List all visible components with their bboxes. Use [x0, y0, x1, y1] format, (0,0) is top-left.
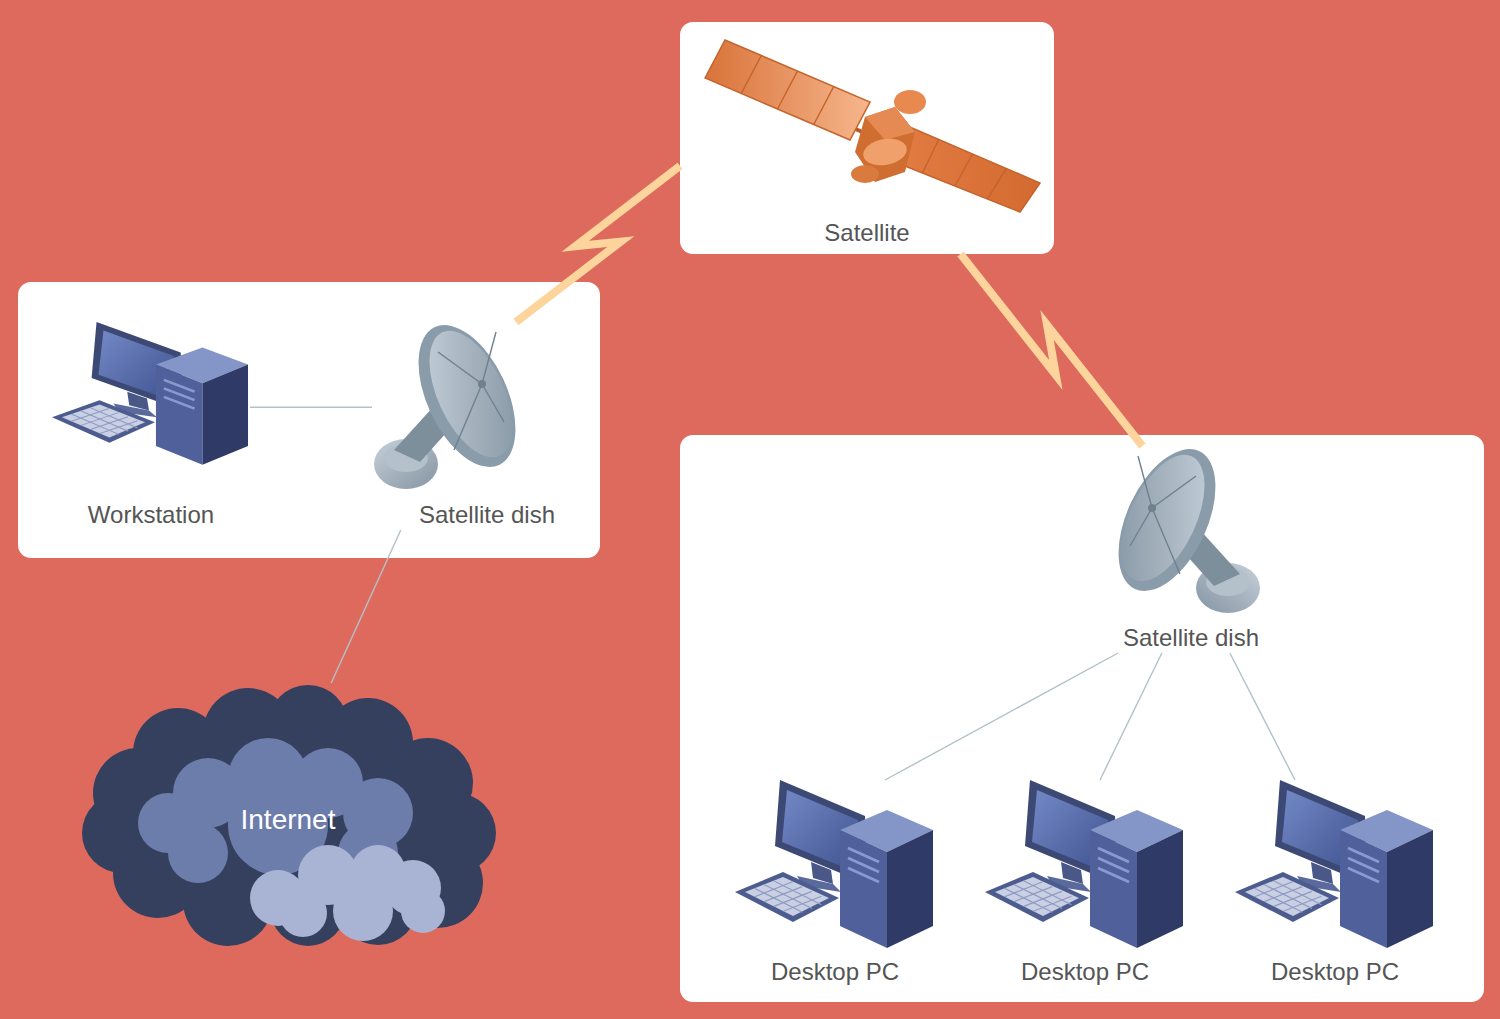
network-cable: [1100, 653, 1162, 780]
node-label: Satellite dish: [419, 500, 555, 529]
desktop-pc-icon: [985, 780, 1183, 948]
network-cable: [1230, 653, 1295, 780]
wireless-link: [516, 166, 680, 322]
network-cable: [885, 653, 1118, 780]
node-label: Satellite dish: [1123, 623, 1259, 652]
node-label: Satellite: [824, 218, 909, 247]
satellite-dish-icon: [374, 310, 535, 489]
node-label: Desktop PC: [1271, 957, 1399, 986]
network-cable: [250, 407, 372, 408]
satellite-illustration: [705, 40, 1040, 212]
workstation-icon: [52, 322, 248, 465]
node-label: Desktop PC: [771, 957, 899, 986]
desktop-pc-icon: [1235, 780, 1433, 948]
desktop-pc-icon: [735, 780, 933, 948]
node-label: Workstation: [88, 500, 214, 529]
node-label: Internet: [241, 803, 336, 837]
network-cable: [331, 530, 401, 683]
node-label: Desktop PC: [1021, 957, 1149, 986]
wireless-link: [961, 254, 1143, 446]
satellite-dish-icon: [1099, 434, 1260, 613]
internet-cloud-illustration: [82, 685, 496, 946]
